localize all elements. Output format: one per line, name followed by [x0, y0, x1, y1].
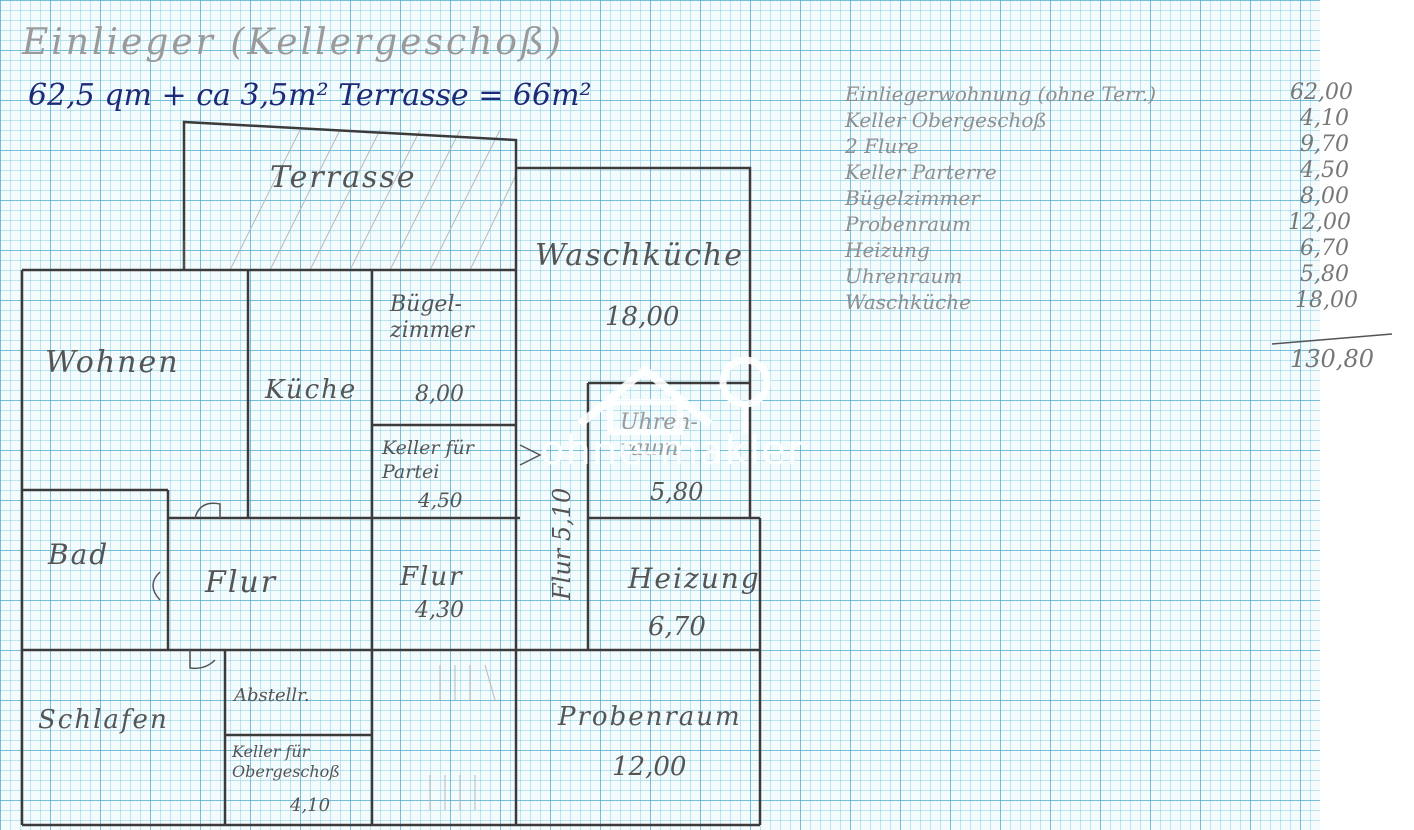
room-label-flur-corridor: Flur 5,10 [548, 487, 576, 600]
list-item-label: 2 Flure [845, 134, 919, 158]
room-label-heizung: Heizung [628, 562, 761, 595]
room-area-keller-og: 4,10 [290, 795, 331, 816]
room-label-flur: Flur [205, 565, 278, 600]
room-label-schlafen: Schlafen [38, 705, 169, 735]
list-item-label: Keller Parterre [845, 160, 997, 184]
door-swing [519, 444, 542, 466]
terrace-outline [182, 120, 518, 270]
list-item-value: 9,70 [1300, 132, 1349, 157]
terrace-hatching [229, 129, 517, 271]
room-label-kueche: Küche [265, 375, 358, 405]
list-item-value: 8,00 [1300, 184, 1349, 209]
list-item-label: Bügelzimmer [845, 186, 980, 210]
list-item-label: Uhrenraum [845, 264, 963, 288]
room-area-flur2: 4,30 [415, 598, 464, 623]
list-item-value: 6,70 [1300, 236, 1349, 261]
room-area-keller-partei: 4,50 [418, 488, 463, 512]
room-label-buegelzimmer: Bügel- zimmer [390, 292, 474, 343]
room-label-waschkueche: Waschküche [535, 238, 745, 273]
room-label-wohnen: Wohnen [45, 345, 180, 380]
watermark: ohne-makler [540, 352, 880, 474]
area-note: 62,5 qm + ca 3,5m² Terrasse = 66m² [28, 78, 592, 113]
room-area-probenraum: 12,00 [612, 752, 687, 782]
watermark-text: ohne-makler [540, 428, 805, 474]
room-label-abstellraum: Abstellr. [234, 685, 310, 706]
list-item-label: Keller Obergeschoß [845, 108, 1047, 132]
room-label-keller-og: Keller für Obergeschoß [232, 742, 340, 781]
door-swing [152, 571, 161, 601]
list-item-label: Einliegerwohnung (ohne Terr.) [845, 82, 1157, 106]
room-label-flur2: Flur [400, 562, 464, 592]
graph-paper-sheet [0, 0, 1320, 830]
list-item-value: 5,80 [1300, 262, 1349, 287]
list-item-value: 18,00 [1295, 288, 1358, 313]
list-item-value: 4,10 [1300, 106, 1349, 131]
area-total: 130,80 [1290, 345, 1374, 373]
room-label-bad: Bad [48, 538, 110, 571]
door-swing [189, 650, 216, 670]
list-item-value: 4,50 [1300, 158, 1349, 183]
page-title: Einlieger (Kellergeschoß) [22, 22, 565, 63]
total-line [1271, 333, 1393, 345]
list-item-label: Waschküche [845, 290, 972, 314]
list-item-value: 12,00 [1288, 210, 1351, 235]
list-item-label: Probenraum [845, 212, 971, 236]
door-swing [194, 502, 221, 519]
room-label-keller-partei: Keller für Partei [382, 437, 474, 483]
list-item-value: 62,00 [1290, 80, 1353, 105]
room-area-waschkueche: 18,00 [605, 302, 680, 332]
room-area-uhrenraum: 5,80 [650, 478, 704, 506]
house-tree-icon [577, 356, 771, 435]
room-label-probenraum: Probenraum [558, 702, 742, 732]
stairs [429, 664, 496, 810]
waschkueche-wall [516, 166, 752, 383]
room-area-heizung: 6,70 [648, 612, 706, 642]
room-label-terrasse: Terrasse [270, 160, 417, 195]
list-item-label: Heizung [845, 238, 930, 262]
room-area-buegelzimmer: 8,00 [415, 382, 464, 407]
